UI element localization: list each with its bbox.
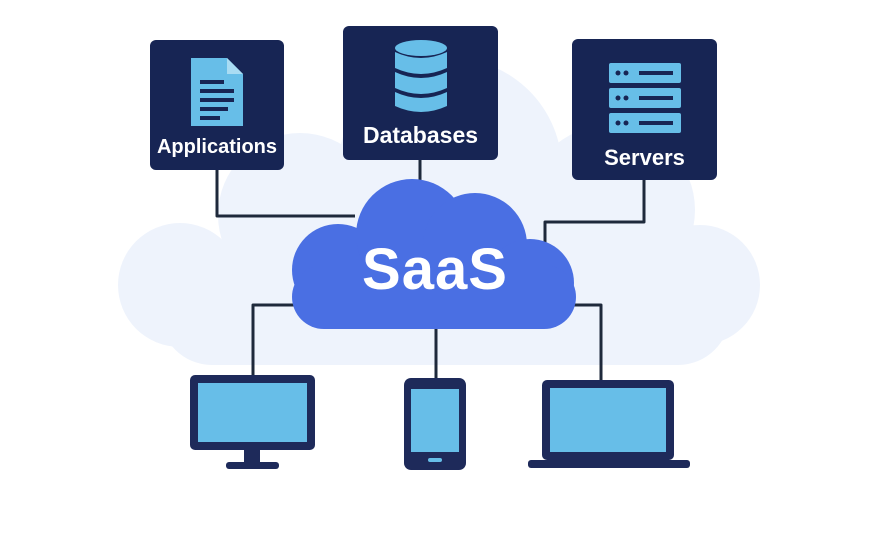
- connector-applications: [215, 170, 355, 218]
- applications-tile: Applications: [150, 40, 284, 170]
- connector-lines: [215, 160, 646, 381]
- servers-label: Servers: [604, 145, 685, 170]
- cloud-icon: [292, 179, 576, 329]
- document-icon: [191, 58, 243, 126]
- smartphone-icon: [404, 378, 466, 470]
- databases-label: Databases: [362, 122, 479, 148]
- servers-tile: Servers: [572, 39, 717, 180]
- saas-label: SaaS: [362, 237, 508, 302]
- connector-laptop: [568, 303, 603, 381]
- databases-tile: Databases: [343, 26, 498, 160]
- desktop-monitor-icon: [190, 375, 315, 469]
- applications-label: Applications: [156, 136, 277, 158]
- database-icon: [395, 40, 447, 112]
- connector-desktop: [251, 303, 300, 378]
- connector-servers: [543, 180, 646, 258]
- laptop-icon: [528, 380, 690, 468]
- server-rack-icon: [609, 63, 681, 133]
